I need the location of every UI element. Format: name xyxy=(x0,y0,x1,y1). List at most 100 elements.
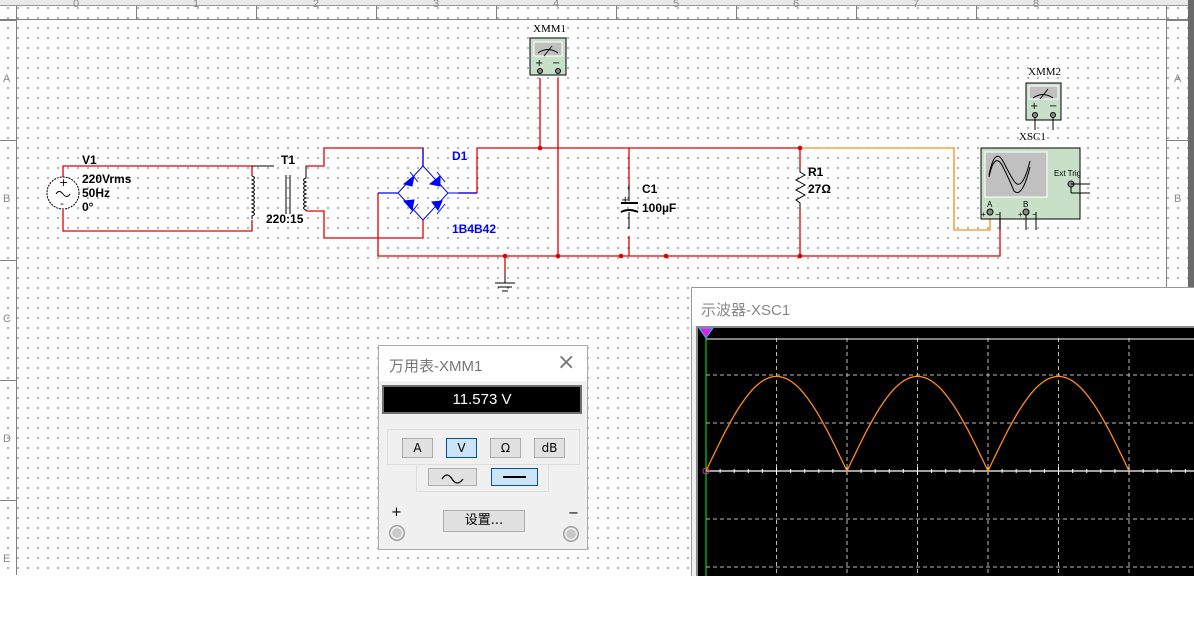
c1-polarity-plus: + xyxy=(621,195,629,206)
xsc1-channel-b-label: B xyxy=(1023,200,1028,209)
oscilloscope-plot xyxy=(698,327,1194,616)
v1-frequency-label: 50Hz xyxy=(82,186,110,200)
ruler-column-label: 3 xyxy=(433,0,440,10)
multimeter-xmm1-symbol[interactable]: + − xyxy=(529,37,567,76)
ruler-row-label: D xyxy=(3,433,11,445)
ruler-row-label: B xyxy=(3,193,11,205)
oscilloscope-titlebar[interactable]: 示波器-XSC1 xyxy=(692,288,1194,326)
ruler-column-1: 1 xyxy=(136,0,257,19)
svg-text:−: − xyxy=(1049,101,1057,112)
dc-line-icon xyxy=(503,476,526,478)
svg-text:−: − xyxy=(995,210,1000,219)
resistor-r1[interactable] xyxy=(794,168,807,210)
mode-button-ammeter[interactable]: A xyxy=(402,438,433,458)
negative-terminal-label: − xyxy=(568,506,579,521)
ruler-column-label: 7 xyxy=(913,0,920,10)
ruler-column-5: 5 xyxy=(616,0,737,19)
ruler-column-6: 6 xyxy=(736,0,857,19)
multimeter-title: 万用表-XMM1 xyxy=(389,358,483,375)
xmm2-ref-label: XMM2 xyxy=(1028,66,1061,78)
wire-v1-bottom[interactable] xyxy=(62,210,253,232)
ruler-row-D: D xyxy=(0,380,16,501)
cursor-marker-icon xyxy=(698,327,714,339)
ac-wave-icon xyxy=(441,474,464,484)
oscilloscope-screen[interactable] xyxy=(696,326,1194,616)
svg-text:−: − xyxy=(1032,210,1037,219)
v1-phase-label: 0° xyxy=(82,200,94,214)
xmm1-ref-label: XMM1 xyxy=(533,23,566,35)
oscilloscope-xsc1-symbol[interactable]: + − + − xyxy=(980,147,1090,230)
diode-bridge-d1[interactable] xyxy=(397,165,458,221)
svg-text:+: + xyxy=(981,210,986,219)
v1-ref-label: V1 xyxy=(82,153,97,167)
ruler-column-2: 2 xyxy=(256,0,377,19)
measurement-mode-group: A V Ω dB xyxy=(387,429,580,465)
positive-terminal[interactable] xyxy=(389,525,405,541)
ruler-column-label: 6 xyxy=(793,0,800,10)
t1-ratio-label: 220:15 xyxy=(266,212,304,226)
negative-terminal[interactable] xyxy=(563,526,579,542)
r1-ref-label: R1 xyxy=(808,165,824,179)
multimeter-titlebar[interactable]: 万用表-XMM1 × xyxy=(379,346,587,381)
trace-origin-marker xyxy=(702,467,710,475)
settings-button[interactable]: 设置... xyxy=(443,510,525,532)
ruler-column-label: 1 xyxy=(193,0,200,10)
wire-scope-channel-a[interactable] xyxy=(800,147,991,231)
svg-text:+: + xyxy=(1018,210,1023,219)
capacitor-c1[interactable] xyxy=(620,185,639,229)
wire-negative-rail[interactable] xyxy=(377,193,1001,257)
xsc1-ext-trig-label: Ext Trig xyxy=(1054,169,1081,178)
d1-model-label: 1B4B42 xyxy=(452,222,496,236)
mode-button-ohmmeter[interactable]: Ω xyxy=(490,438,521,458)
mode-button-decibel[interactable]: dB xyxy=(534,438,565,458)
xsc1-channel-a-label: A xyxy=(987,200,993,209)
multimeter-xmm2-symbol[interactable]: + − xyxy=(1025,82,1062,130)
oscilloscope-window[interactable]: 示波器-XSC1 xyxy=(691,287,1194,616)
ground-symbol xyxy=(495,274,515,292)
left-ruler: A B C D E xyxy=(0,20,17,575)
ruler-column-4: 4 xyxy=(496,0,617,19)
junctions xyxy=(502,145,803,259)
xsc1-ref-label: XSC1 xyxy=(1019,131,1046,143)
wires xyxy=(62,78,1001,274)
ruler-row-B: B xyxy=(0,140,16,261)
oscilloscope-title: 示波器-XSC1 xyxy=(701,302,791,319)
ruler-row-E: E xyxy=(0,500,16,621)
r1-value-label: 27Ω xyxy=(808,182,831,196)
d1-ref-label: D1 xyxy=(452,149,468,163)
ruler-column-label: 0 xyxy=(73,0,80,10)
ruler-row-label: C xyxy=(3,313,11,325)
ruler-column-7: 7 xyxy=(856,0,977,19)
svg-text:+: + xyxy=(1030,101,1038,112)
ruler-row-label: E xyxy=(3,553,11,565)
svg-text:+: + xyxy=(535,58,543,69)
ruler-row-label: B xyxy=(1174,193,1182,205)
close-icon[interactable]: × xyxy=(557,350,576,375)
ruler-column-0: 0 xyxy=(16,0,137,19)
right-ruler-row-A: A xyxy=(1167,20,1189,141)
positive-terminal-label: + xyxy=(391,505,402,520)
ruler-column-3: 3 xyxy=(376,0,497,19)
svg-text:−: − xyxy=(552,58,560,69)
ac-mode-button[interactable] xyxy=(428,468,477,486)
wire-t1-top[interactable] xyxy=(306,147,424,167)
c1-ref-label: C1 xyxy=(642,182,658,196)
channel-a-trace xyxy=(705,375,1130,473)
right-ruler-row-B: B xyxy=(1167,140,1189,261)
ruler-row-label: A xyxy=(1174,73,1182,85)
ac-source-v1[interactable]: + - xyxy=(46,176,80,210)
ruler-row-C: C xyxy=(0,260,16,381)
wire-t1-bottom[interactable] xyxy=(306,210,424,239)
transformer-t1[interactable] xyxy=(250,165,308,219)
dc-mode-button[interactable] xyxy=(491,468,538,486)
circuit-schematic: + - V1 220Vrms 50Hz 0° T1 220:15 D1 1B4B… xyxy=(46,23,1090,292)
ruler-column-label: 4 xyxy=(553,0,560,10)
ruler-row-A: A xyxy=(0,20,16,141)
mode-button-voltmeter[interactable]: V xyxy=(446,438,477,458)
multimeter-window[interactable]: 万用表-XMM1 × 11.573 V A V Ω dB + − 设置... xyxy=(378,345,588,550)
ruler-column-label: 5 xyxy=(673,0,680,10)
multimeter-reading: 11.573 V xyxy=(382,385,582,414)
ruler-column-label: 2 xyxy=(313,0,320,10)
t1-ref-label: T1 xyxy=(281,153,295,167)
